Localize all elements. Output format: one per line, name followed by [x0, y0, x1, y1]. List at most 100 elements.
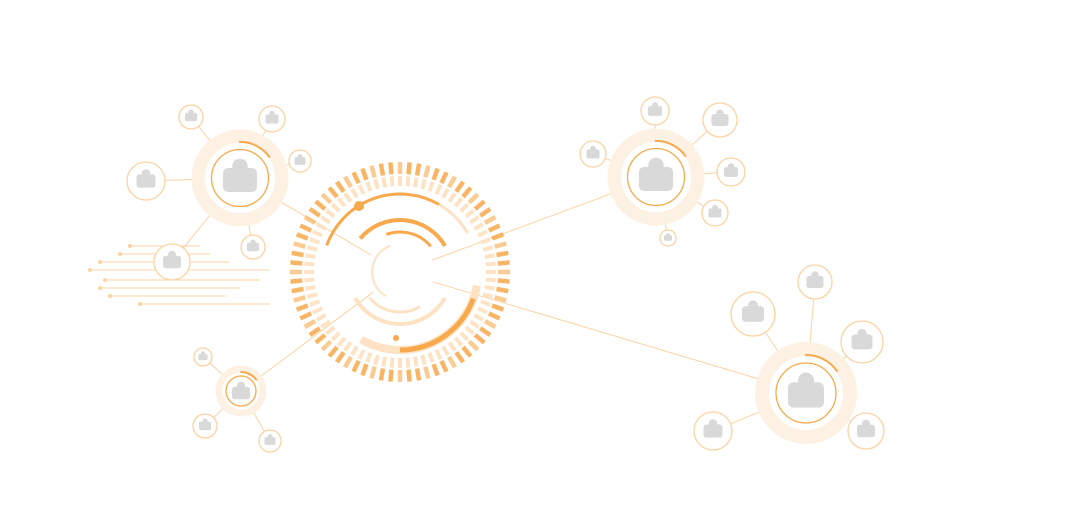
radial-tick [431, 167, 440, 181]
radial-tick [497, 278, 510, 284]
radial-tick [303, 319, 317, 329]
radial-tick-inner [480, 237, 491, 245]
radial-tick [454, 350, 465, 364]
radial-tick-inner [350, 187, 359, 199]
radial-tick [439, 359, 449, 373]
radial-tick-inner [482, 292, 494, 299]
radial-tick [327, 345, 339, 358]
radial-tick-inner [309, 237, 320, 245]
radial-tick-inner [434, 184, 443, 195]
satellite-node [716, 157, 746, 187]
satellite-link [809, 298, 815, 350]
satellite-node [178, 104, 204, 130]
satellite-node [702, 102, 738, 138]
radial-tick-inner [464, 208, 475, 219]
hub-agriculture [693, 264, 885, 451]
radial-tick [423, 165, 431, 178]
core-arc [358, 218, 447, 248]
radial-tick-inner [420, 354, 427, 366]
radial-tick-inner [381, 177, 388, 188]
satellite-node [288, 149, 312, 173]
radial-tick [388, 162, 394, 175]
weather-icon [742, 300, 764, 322]
radial-tick-inner [336, 336, 347, 347]
radial-tick [314, 199, 327, 211]
org-chart-icon [222, 158, 258, 192]
document-icon [264, 434, 276, 445]
radial-tick [491, 232, 505, 241]
twitter-icon [664, 233, 672, 241]
radial-tick-inner [343, 341, 353, 352]
bull-icon [851, 328, 873, 350]
radial-tick [295, 303, 309, 312]
link-hub-people [431, 189, 621, 261]
satellite-link [251, 409, 265, 432]
radial-tick-inner [325, 208, 336, 219]
core-arc [399, 297, 476, 353]
radial-tick [320, 339, 333, 352]
radial-tick-inner [477, 229, 488, 238]
radial-tick-inner [330, 331, 341, 342]
radial-tick-inner [304, 277, 315, 283]
radial-tick [494, 295, 507, 303]
radial-tick [299, 223, 313, 233]
radial-tick-inner [365, 181, 373, 192]
satellite-node [847, 412, 885, 450]
radial-tick-inner [315, 313, 327, 322]
radial-tick-inner [447, 192, 457, 203]
core-knob [354, 201, 364, 211]
radial-tick-inner [453, 336, 464, 347]
radial-tick-inner [485, 277, 496, 283]
radial-tick-inner [459, 202, 470, 213]
radial-tick-inner [381, 356, 388, 367]
radial-tick [290, 260, 303, 266]
radial-tick-inner [480, 299, 491, 307]
radial-tick [414, 368, 422, 381]
radial-tick-inner [469, 319, 480, 329]
radial-tick [487, 311, 501, 321]
radial-tick [293, 241, 306, 249]
field-icon [857, 419, 875, 438]
radial-tick-inner [309, 299, 320, 307]
radial-tick-inner [365, 352, 373, 363]
satellite-node [240, 234, 266, 260]
radial-tick [454, 180, 465, 194]
radial-tick-inner [357, 184, 366, 195]
radial-tick [290, 278, 303, 284]
radial-tick-inner [420, 178, 427, 190]
radial-tick [406, 369, 412, 382]
radial-tick-inner [306, 245, 318, 252]
radial-tick [369, 366, 377, 379]
hub-halo [191, 129, 289, 227]
bank-icon [724, 163, 738, 177]
radial-tick-inner [473, 313, 485, 322]
radial-tick [320, 192, 333, 205]
radial-tick-inner [485, 261, 496, 267]
radial-tick [388, 369, 394, 382]
radial-tick [496, 250, 509, 258]
circuit-pad [88, 268, 92, 272]
radial-tick-inner [484, 284, 495, 291]
core-arc [385, 230, 432, 248]
radial-tick [491, 303, 505, 312]
radial-tick [439, 171, 449, 185]
radial-tick [335, 350, 346, 364]
radial-tick-inner [434, 349, 443, 360]
hammer-icon [806, 271, 824, 288]
radial-tick-inner [412, 356, 419, 367]
radial-tick [473, 199, 486, 211]
family-icon [586, 145, 600, 159]
core-arc [325, 192, 440, 246]
radial-tick-inner [325, 325, 336, 336]
hub-halo [215, 365, 267, 417]
radial-tick [327, 186, 339, 199]
hub-organization [126, 104, 312, 281]
circuit-pad [138, 302, 142, 306]
radial-tick-inner [412, 177, 419, 188]
core-knob [393, 335, 399, 341]
central-radial-core [290, 162, 510, 382]
radial-tick [461, 345, 473, 358]
gavel-icon [199, 418, 211, 431]
radial-tick [343, 175, 353, 189]
